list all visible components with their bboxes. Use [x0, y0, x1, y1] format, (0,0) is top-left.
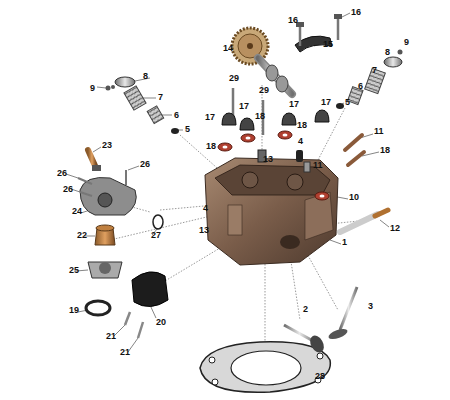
- callout-number: 13: [262, 155, 274, 164]
- callout-number: 17: [288, 100, 300, 109]
- callout-number: 18: [296, 121, 308, 130]
- callout-number: 29: [258, 86, 270, 95]
- studs-nuts-washers: [218, 88, 364, 200]
- callout-number: 23: [101, 141, 113, 150]
- callout-number: 6: [173, 111, 180, 120]
- callout-number: 26: [139, 160, 151, 169]
- valves: [284, 287, 357, 355]
- callout-number: 16: [287, 16, 299, 25]
- callout-number: 4: [202, 204, 209, 213]
- camshaft: [232, 28, 292, 94]
- callout-number: 20: [155, 318, 167, 327]
- leader-lines: [110, 85, 368, 345]
- callout-number: 17: [204, 113, 216, 122]
- valve-trains: [106, 50, 403, 135]
- callout-number: 8: [142, 72, 149, 81]
- callout-number: 11: [312, 161, 324, 170]
- callout-number: 21: [105, 332, 117, 341]
- callout-number: 18: [205, 142, 217, 151]
- callout-number: 24: [71, 207, 83, 216]
- callout-number: 4: [297, 137, 304, 146]
- spark-plug: [340, 210, 388, 232]
- callout-number: 15: [322, 40, 334, 49]
- callout-number: 14: [222, 44, 234, 53]
- callout-number: 7: [371, 66, 378, 75]
- callout-number: 16: [350, 8, 362, 17]
- callout-number: 25: [68, 266, 80, 275]
- gasket: [200, 342, 330, 392]
- callout-number: 28: [314, 372, 326, 381]
- callout-number: 6: [357, 82, 364, 91]
- callout-number: 7: [157, 93, 164, 102]
- callout-number: 12: [389, 224, 401, 233]
- callout-number: 18: [379, 146, 391, 155]
- callout-number: 5: [344, 98, 351, 107]
- callout-leaders: [66, 13, 389, 378]
- callout-number: 5: [184, 125, 191, 134]
- callout-number: 11: [373, 127, 385, 136]
- callout-number: 17: [320, 98, 332, 107]
- intake-boot: [86, 272, 168, 338]
- callout-number: 10: [348, 193, 360, 202]
- callout-number: 3: [367, 302, 374, 311]
- callout-number: 27: [150, 231, 162, 240]
- callout-number: 26: [56, 169, 68, 178]
- callout-number: 22: [76, 231, 88, 240]
- callout-number: 17: [238, 102, 250, 111]
- callout-number: 26: [62, 185, 74, 194]
- callout-number: 1: [341, 238, 348, 247]
- callout-number: 13: [198, 226, 210, 235]
- callout-number: 18: [254, 112, 266, 121]
- callout-number: 2: [302, 305, 309, 314]
- cylinder-head: [205, 158, 338, 265]
- callout-number: 8: [384, 48, 391, 57]
- callout-number: 9: [89, 84, 96, 93]
- callout-number: 29: [228, 74, 240, 83]
- thermostat-group: [78, 150, 163, 278]
- callout-number: 19: [68, 306, 80, 315]
- callout-number: 9: [403, 38, 410, 47]
- rocker-and-bolts: [295, 14, 342, 52]
- callout-number: 21: [119, 348, 131, 357]
